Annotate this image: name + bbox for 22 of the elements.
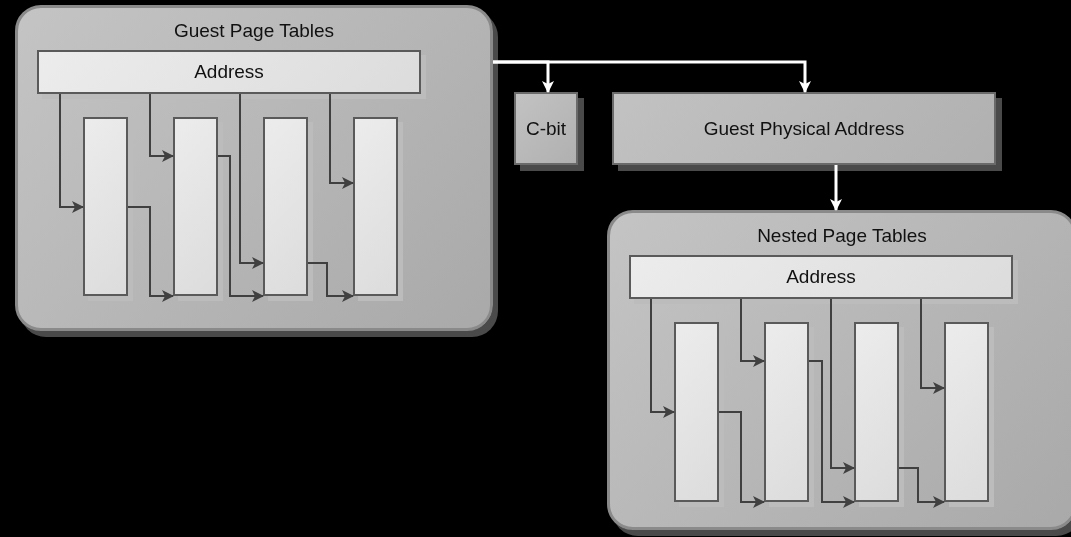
panel-heading: Guest Page Tables <box>172 20 336 42</box>
arrow <box>329 93 354 189</box>
panel-heading: Nested Page Tables <box>756 225 928 247</box>
arrow <box>59 93 84 213</box>
arrow <box>898 467 945 508</box>
box-label: C-bit <box>525 117 567 140</box>
arrow <box>650 298 675 418</box>
arrow <box>127 206 174 302</box>
arrow <box>830 165 842 211</box>
box-label: Address <box>786 266 856 288</box>
arrow <box>307 262 354 302</box>
arrow <box>217 155 264 302</box>
arrow <box>740 298 765 367</box>
arrow <box>149 93 174 162</box>
arrow <box>718 411 765 508</box>
arrow <box>493 60 811 93</box>
box-label: Guest Physical Address <box>703 117 905 140</box>
arrow <box>239 93 264 269</box>
arrow <box>808 360 855 508</box>
arrow <box>830 298 855 474</box>
box-label: Address <box>194 61 264 83</box>
arrow <box>920 298 945 394</box>
